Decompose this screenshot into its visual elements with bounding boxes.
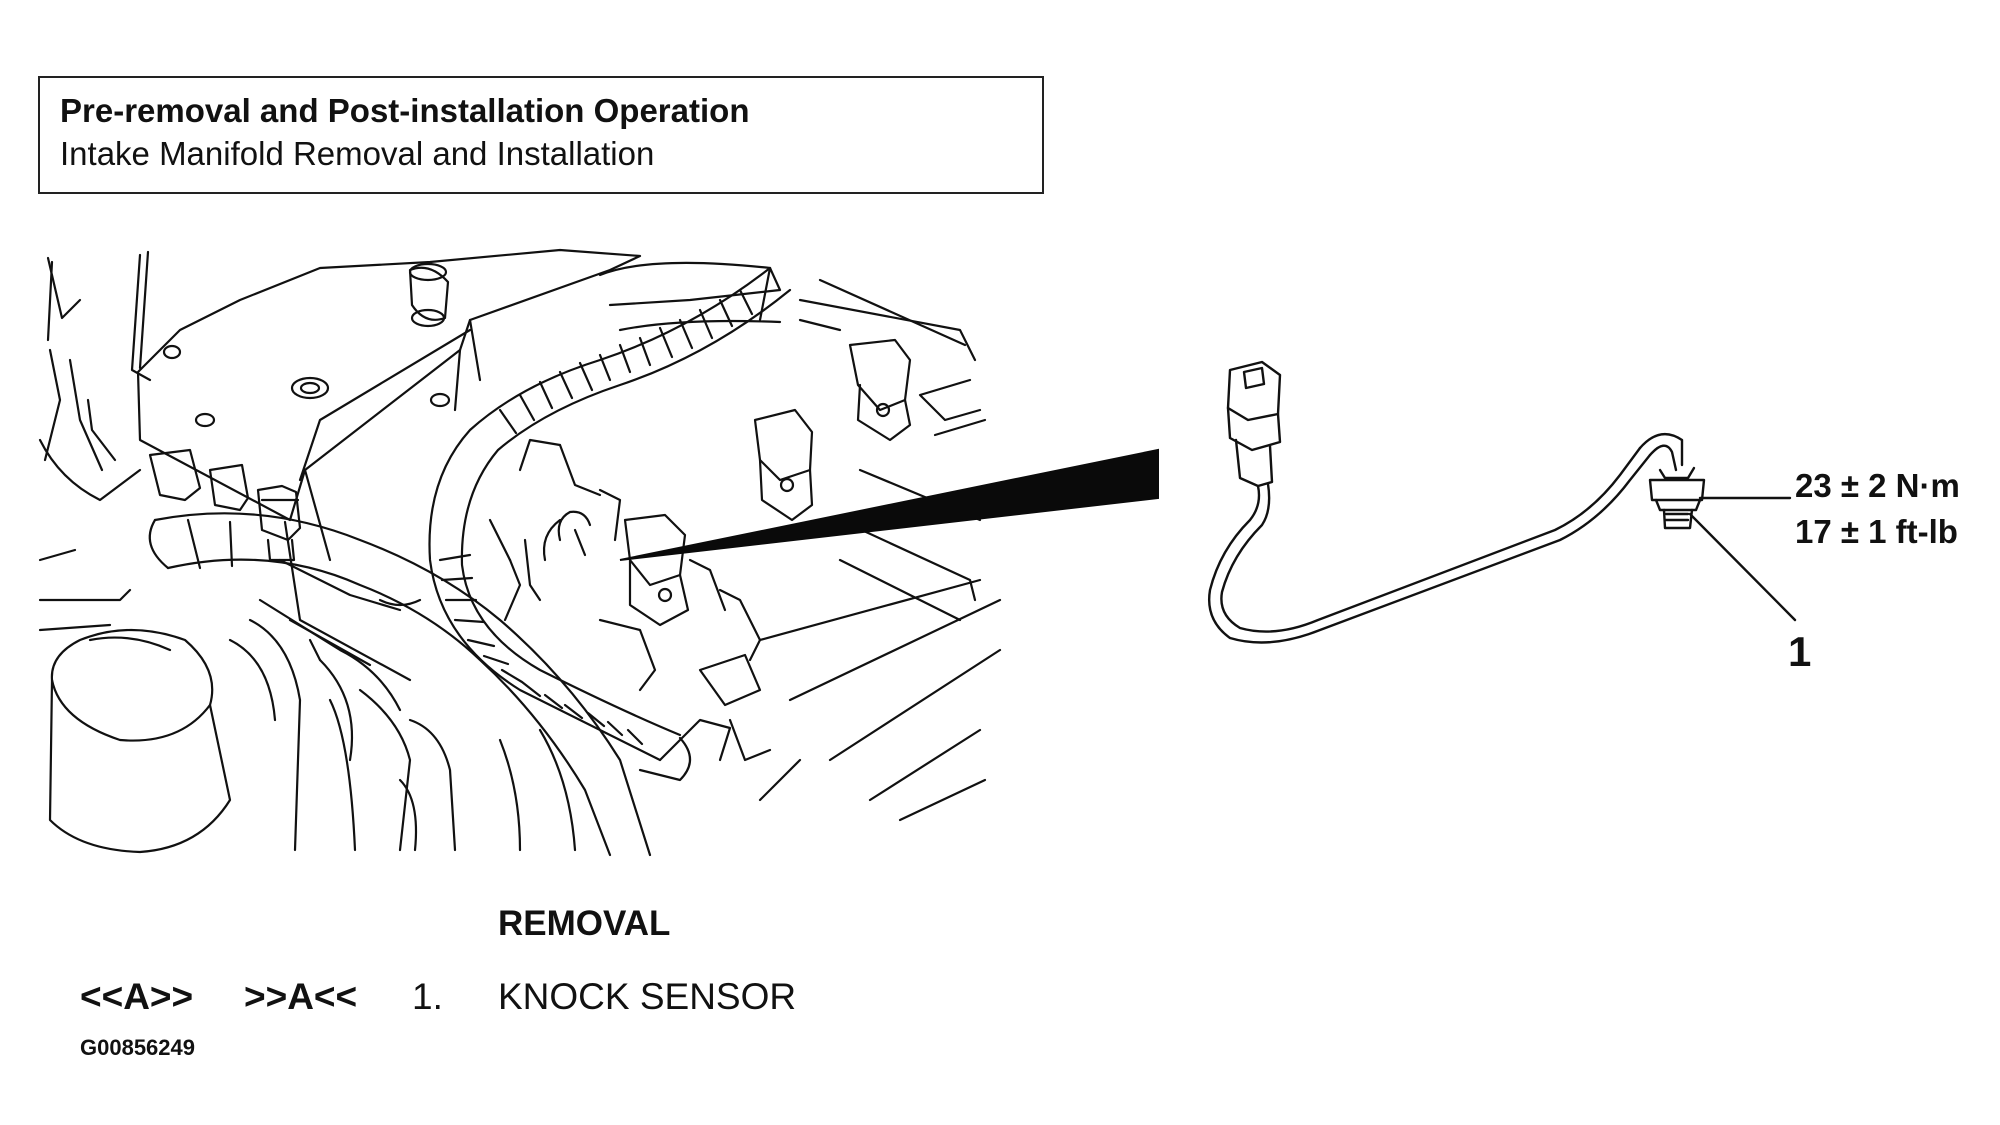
torque-ftlb: 17 ± 1 ft-lb	[1795, 513, 1958, 550]
torque-nm: 23 ± 2 N·m	[1795, 467, 1960, 504]
install-tag: >>A<<	[244, 976, 358, 1017]
callout-number: 1	[1788, 628, 1812, 675]
item-label: KNOCK SENSOR	[498, 976, 797, 1017]
header-title: Pre-removal and Post-installation Operat…	[60, 92, 750, 129]
knock-sensor-illustration	[1208, 360, 1797, 644]
torque-spec: 23 ± 2 N·m 17 ± 1 ft-lb	[1795, 463, 1960, 555]
figure-id: G00856249	[80, 1035, 195, 1060]
removal-heading: REMOVAL	[498, 904, 671, 943]
pointer-wedge	[619, 448, 1159, 561]
header-subtitle: Intake Manifold Removal and Installation	[60, 135, 655, 172]
item-number: 1.	[412, 976, 443, 1017]
header-box: Pre-removal and Post-installation Operat…	[38, 76, 1044, 194]
engine-bay-illustration	[38, 248, 1002, 857]
removal-tag: <<A>>	[80, 976, 194, 1017]
